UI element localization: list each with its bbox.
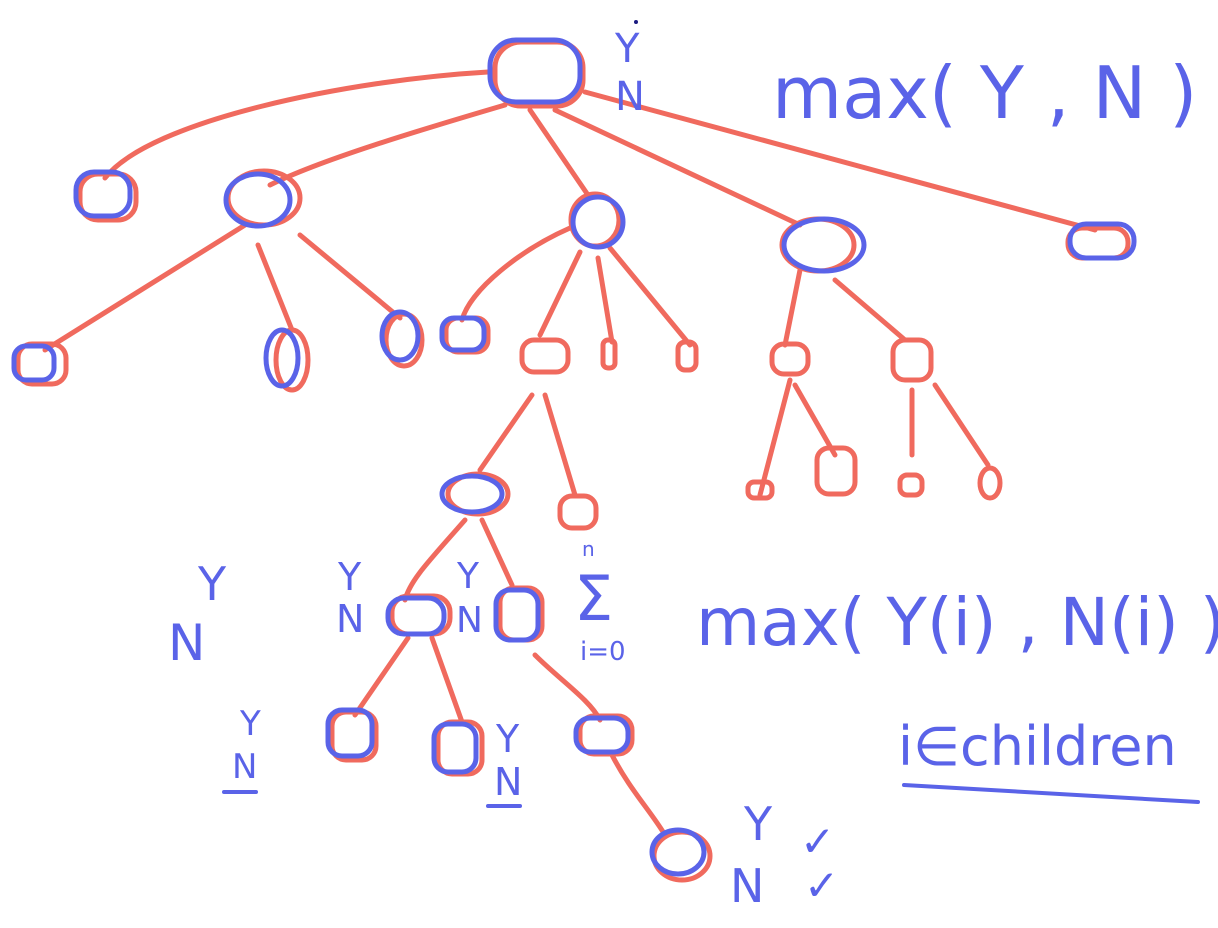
edge-g1-h2: [429, 635, 465, 725]
edge-b-b1: [42, 222, 248, 353]
red-nodes: [519, 337, 1003, 531]
node-c3: [600, 337, 618, 371]
mid-y-label: Y: [337, 555, 362, 599]
node-f2: [814, 445, 858, 497]
edge-h3-i1: [609, 752, 668, 838]
edge-c-c3: [595, 255, 615, 345]
node-d1: [769, 341, 811, 377]
node-h3: [573, 715, 631, 755]
dot: [634, 20, 638, 24]
leaf1-n-label: N: [232, 747, 257, 787]
edge-root-a: [102, 69, 491, 181]
leaf1-y-label: Y: [239, 704, 261, 744]
edge-d1-f2: [792, 382, 838, 458]
node-g2: [493, 587, 541, 643]
sum-lower: i=0: [580, 637, 626, 667]
deep-check-1: ✓: [800, 817, 835, 866]
edge-d2-f4: [932, 382, 991, 468]
mid2-n-label: N: [456, 600, 483, 641]
mid2-y-label: Y: [456, 556, 480, 597]
node-g1: [385, 595, 447, 637]
children-underline: [902, 783, 1200, 804]
node-d2: [890, 337, 934, 383]
node-a: [73, 169, 133, 219]
leaf2-n-label: N: [494, 760, 522, 804]
children-label: i∈children: [898, 715, 1177, 778]
root-n-label: N: [615, 74, 645, 120]
node-h2: [431, 721, 479, 775]
node-b2-red: [273, 327, 311, 393]
mid-n-label: N: [336, 597, 364, 641]
node-c2: [519, 337, 571, 375]
deep-n-label: N: [730, 859, 764, 913]
edge-d-d1: [782, 267, 803, 348]
node-e: [1067, 221, 1137, 261]
node-f1: [745, 479, 775, 501]
edge-c-c4: [607, 245, 693, 348]
left-y-label: Y: [197, 557, 227, 611]
node-b3: [379, 309, 421, 363]
node-c1: [439, 315, 487, 353]
edge-b-b2: [255, 242, 295, 333]
node-e1: [439, 473, 505, 515]
edge-root-b: [267, 102, 508, 188]
edge-e1-g2: [479, 517, 515, 588]
node-root: [487, 37, 583, 105]
node-d: [781, 216, 867, 274]
sum-symbol: Σ: [574, 562, 613, 635]
edge-d1-f1: [757, 377, 793, 498]
edge-c-c1: [459, 225, 573, 323]
left-n-label: N: [168, 614, 205, 672]
edge-root-d: [552, 107, 803, 228]
node-b: [223, 171, 293, 229]
formula-top: max( Y , N ): [772, 51, 1197, 135]
edge-root-c: [527, 107, 593, 201]
node-f3: [897, 472, 925, 498]
formula-bottom: max( Y(i) , N(i) ): [696, 584, 1218, 661]
node-f4: [977, 465, 1003, 501]
deep-y-label: Y: [743, 797, 773, 851]
node-c: [570, 194, 626, 250]
tree-edges: [42, 69, 1098, 838]
node-b2: [263, 327, 301, 389]
edge-root-e: [582, 89, 1098, 233]
deep-check-2: ✓: [804, 861, 839, 910]
node-c4: [675, 339, 699, 373]
sum-upper: n: [582, 537, 595, 561]
edge-c-c2: [537, 249, 583, 338]
root-y-label: Y: [614, 26, 640, 72]
node-e2: [557, 493, 599, 531]
edge-d-d2: [832, 277, 908, 343]
leaf2-y-label: Y: [495, 717, 520, 761]
node-b1: [11, 343, 57, 383]
edge-c2-e2: [542, 392, 578, 498]
edge-b-b3: [297, 232, 403, 321]
node-i1: [649, 827, 707, 877]
blue-nodes: [11, 37, 1137, 883]
edge-c2-e1: [477, 392, 535, 473]
node-h1: [325, 707, 375, 759]
annotations: Y N max( Y , N ) Y N Y N Y N n Σ i=0 max…: [168, 20, 1218, 913]
edge-g1-h1: [352, 635, 411, 718]
edge-e1-g1: [402, 517, 468, 603]
